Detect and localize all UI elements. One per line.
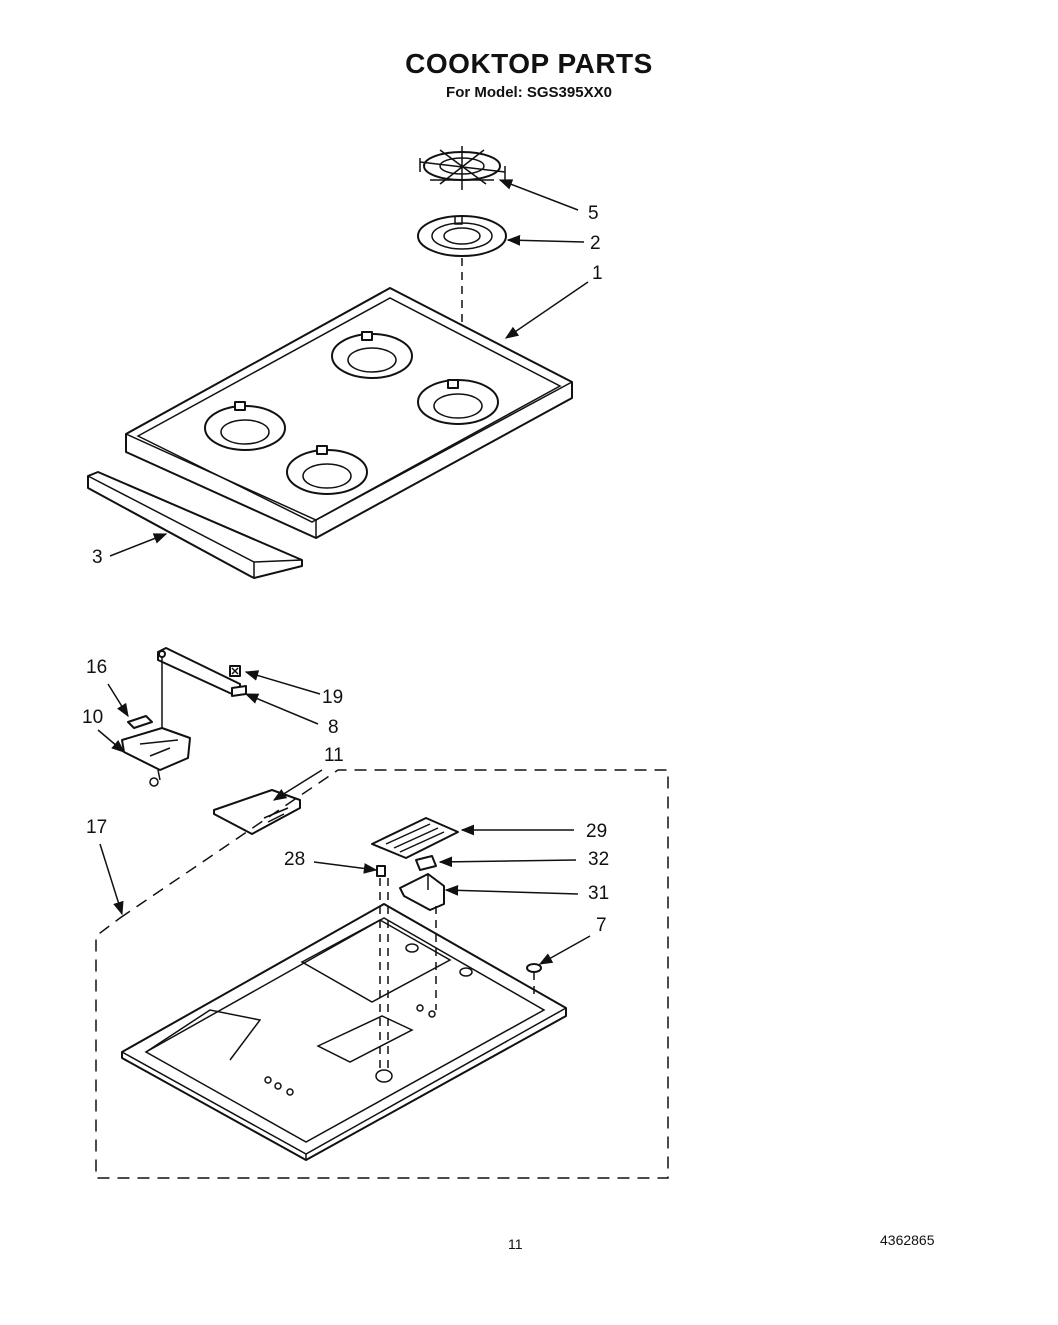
terminal-clip — [229, 665, 241, 677]
vent-grille — [371, 817, 459, 859]
switch-plate — [213, 789, 301, 835]
callout-16: 16 — [86, 657, 108, 678]
callout-1: 1 — [592, 263, 603, 284]
callout-19: 19 — [322, 687, 344, 708]
hex-nut — [526, 963, 542, 973]
mounting-bracket — [399, 873, 445, 911]
callout-2: 2 — [590, 233, 601, 254]
callout-10: 10 — [82, 707, 104, 728]
burner-base-pan — [121, 903, 567, 1161]
spring-clip — [415, 855, 437, 871]
page-title: COOKTOP PARTS — [405, 48, 653, 79]
callout-7: 7 — [596, 915, 607, 936]
cooktop-main-top — [125, 287, 573, 539]
burner-grate — [419, 146, 506, 190]
callout-31: 31 — [588, 883, 610, 904]
callout-17: 17 — [86, 817, 108, 838]
burner-bowl — [417, 215, 507, 257]
callout-8: 8 — [328, 717, 339, 738]
front-trim-strip — [87, 471, 303, 579]
valve-bracket — [121, 727, 191, 787]
insulator-small — [231, 685, 247, 697]
callout-5: 5 — [588, 203, 599, 224]
callout-3: 3 — [92, 547, 103, 568]
callout-28: 28 — [284, 849, 306, 870]
callout-11: 11 — [324, 745, 344, 766]
page-number: 11 — [508, 1236, 523, 1252]
document-number: 4362865 — [880, 1232, 935, 1248]
bracket-small — [127, 715, 153, 729]
callout-32: 32 — [588, 849, 610, 870]
model-subtitle: For Model: SGS395XX0 — [446, 84, 612, 101]
screw-small — [376, 865, 386, 877]
callout-29: 29 — [586, 821, 608, 842]
